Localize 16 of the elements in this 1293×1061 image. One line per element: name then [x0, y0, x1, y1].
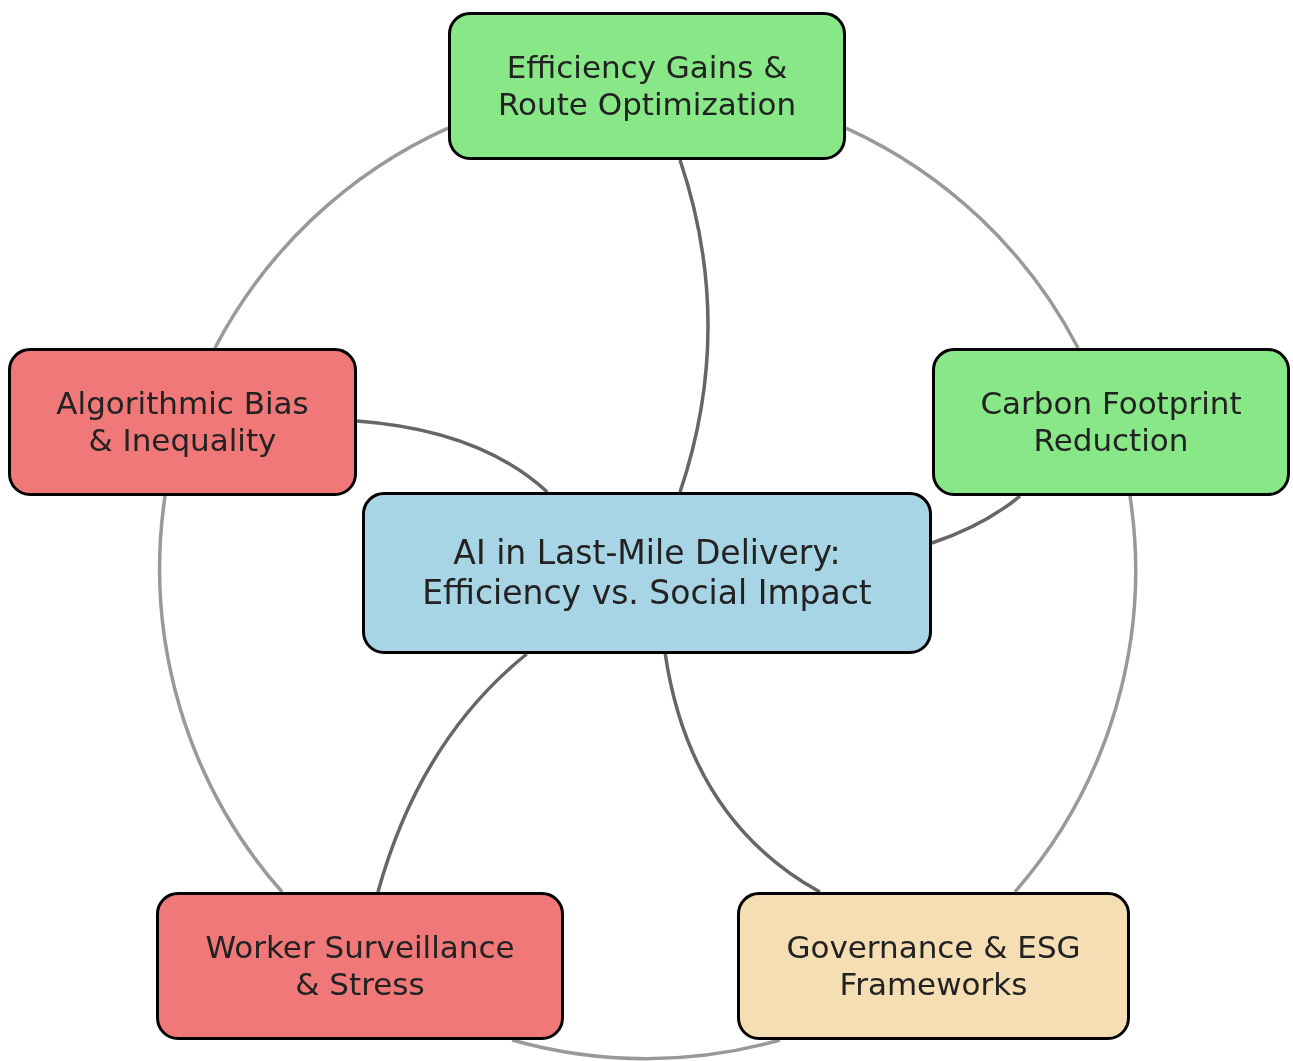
topic-box: Governance & ESG Frameworks: [737, 892, 1130, 1040]
connector-line: [1013, 495, 1138, 894]
connector-line: [931, 494, 1022, 545]
connector-line: [511, 1038, 781, 1060]
connector-line: [663, 653, 821, 894]
connector-line: [158, 495, 284, 894]
topic-box: Carbon Footprint Reduction: [932, 348, 1290, 496]
connector-line: [678, 159, 710, 493]
connector-line: [356, 419, 549, 494]
connector-line: [213, 126, 449, 349]
connector-line: [845, 126, 1080, 349]
connector-line: [376, 652, 528, 893]
topic-box: AI in Last-Mile Delivery: Efficiency vs. Social Impact: [362, 492, 932, 654]
topic-box: Algorithmic Bias & Inequality: [8, 348, 357, 496]
topic-box: Efficiency Gains & Route Optimization: [448, 12, 846, 160]
topic-box: Worker Surveillance & Stress: [156, 892, 564, 1040]
